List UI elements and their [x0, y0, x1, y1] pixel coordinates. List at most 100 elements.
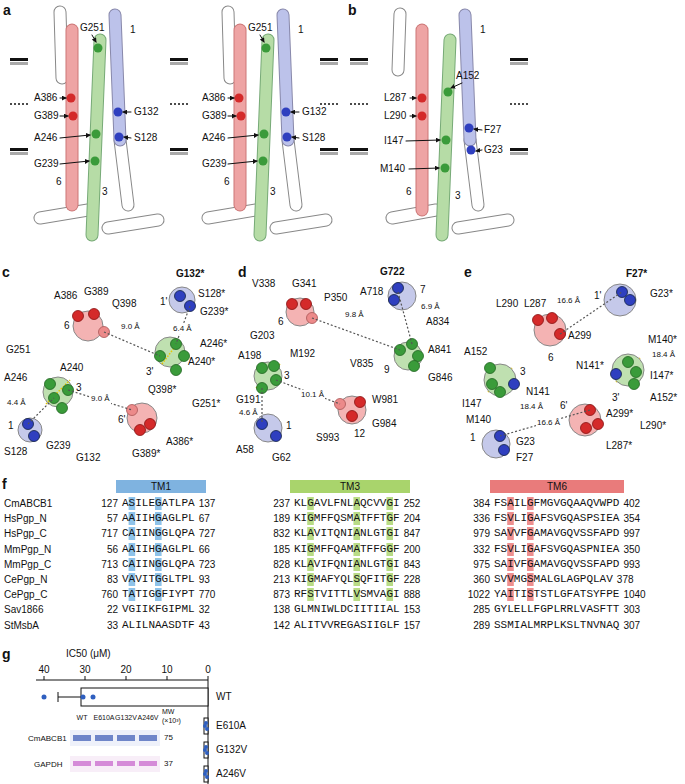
- alignment-text: 979: [473, 528, 490, 540]
- alignment-text: 873: [273, 589, 290, 601]
- figure-label: G251*: [192, 398, 220, 410]
- figure-label: 1': [594, 290, 601, 302]
- helix-structure: [40, 210, 88, 218]
- alignment-text: 975: [473, 559, 490, 571]
- figure-label: 3': [612, 392, 619, 404]
- alignment-text: KIGMFFQSMATFFTGF: [294, 512, 400, 525]
- figure-label: 3: [284, 370, 290, 382]
- figure-label: G251: [6, 344, 30, 356]
- western-blot: [139, 761, 157, 766]
- figure-label: G251: [80, 22, 104, 34]
- figure-label: 1: [8, 420, 14, 432]
- helix-structure: [417, 30, 428, 210]
- alignment-text: KLAVITQNIANLGTGI: [294, 527, 400, 540]
- alignment-text: 185: [273, 544, 290, 556]
- figure-label: 3: [102, 186, 108, 198]
- data-point: [204, 721, 208, 725]
- helix-structure: [442, 136, 451, 145]
- figure-label: c: [2, 264, 10, 280]
- helix-structure: [92, 130, 101, 139]
- figure-label: d: [238, 264, 247, 280]
- helix-structure: [406, 83, 482, 169]
- figure-label: 6': [560, 400, 567, 412]
- figure-label: 1: [298, 24, 304, 36]
- helix-structure: [120, 140, 128, 205]
- alignment-text: 138: [273, 604, 290, 616]
- alignment-text: 847: [404, 528, 421, 540]
- alignment-text: 43: [199, 620, 210, 632]
- alignment-text: 22: [107, 604, 118, 616]
- alignment-text: VGIIKFGIPML: [122, 603, 195, 616]
- western-blot: [70, 730, 160, 772]
- alignment-text: 83: [107, 574, 118, 586]
- distance-line: [500, 410, 590, 436]
- residue-sphere: [611, 369, 622, 380]
- residue-sphere: [257, 363, 268, 374]
- residue-sphere: [29, 431, 40, 442]
- alignment-text: 285: [473, 604, 490, 616]
- figure-label: S128*: [198, 288, 225, 300]
- helix-structure: [467, 146, 476, 155]
- alignment-text: 717: [101, 528, 118, 540]
- residue-sphere: [135, 425, 146, 436]
- data-point: [42, 695, 47, 700]
- helix-cross-section: [604, 284, 636, 316]
- alignment-text: KLAVIFQNIANLGTGI: [294, 558, 400, 571]
- residue-sphere: [581, 423, 592, 434]
- residue-sphere: [393, 283, 404, 294]
- alignment-text: 137: [199, 498, 216, 510]
- chart-label: G132V: [115, 713, 137, 722]
- helix-structure: [123, 112, 131, 113]
- alignment-text: MmPgp_N: [4, 544, 51, 556]
- figure-label: 16.6 Å: [536, 418, 561, 428]
- alignment-text: 336: [473, 513, 490, 525]
- alignment-text: 213: [273, 574, 290, 586]
- alignment-text: 770: [199, 589, 216, 601]
- figure-label: G132: [76, 452, 100, 464]
- alignment-text: 727: [199, 528, 216, 540]
- chart-label: G132V: [216, 744, 247, 756]
- figure-label: F27: [484, 124, 501, 136]
- chart-label: 75: [164, 733, 173, 743]
- residue-sphere: [533, 315, 544, 326]
- residue-sphere: [485, 363, 496, 374]
- western-blot: [70, 756, 160, 772]
- distance-line: [276, 380, 340, 404]
- residue-sphere: [145, 419, 156, 430]
- figure-label: G191: [236, 394, 260, 406]
- figure-label: N141: [526, 386, 550, 398]
- alignment-text: HsPgp_C: [4, 528, 47, 540]
- residue-sphere: [301, 299, 312, 310]
- figure-label: L287*: [606, 440, 632, 452]
- helix-structure: [67, 30, 78, 205]
- figure-label: G23*: [650, 288, 673, 300]
- figure-label: 10.1 Å: [300, 390, 325, 400]
- residue-sphere: [623, 357, 634, 368]
- alignment-text: 993: [623, 559, 640, 571]
- alignment-text: 157: [404, 620, 421, 632]
- helix-structure: [69, 112, 78, 121]
- figure-label: S993: [316, 432, 339, 444]
- alignment-text: 360: [473, 574, 490, 586]
- residue-sphere: [629, 379, 640, 390]
- chart-label: CmABCB1: [28, 734, 67, 744]
- chart-label: E610A: [216, 720, 246, 732]
- data-point: [205, 727, 209, 731]
- helix-structure: [416, 30, 429, 210]
- helix-cross-section: [482, 430, 510, 458]
- figure-label: G239: [34, 158, 58, 170]
- helix-structure: [60, 12, 62, 78]
- figure-label: A386: [202, 92, 225, 104]
- alignment-text: 888: [404, 589, 421, 601]
- figure-label: A240*: [188, 356, 215, 368]
- figure-label: a: [3, 2, 11, 18]
- helix-structure: [114, 108, 123, 117]
- helix-structure: [92, 40, 100, 235]
- residue-sphere: [179, 351, 190, 362]
- helix-structure: [392, 210, 436, 218]
- figure-label: I147: [384, 135, 403, 147]
- helix-structure: [398, 14, 400, 70]
- alignment-text: StMsbA: [4, 620, 39, 632]
- alignment-text: KIGMFFQAMATFFGGF: [294, 543, 400, 556]
